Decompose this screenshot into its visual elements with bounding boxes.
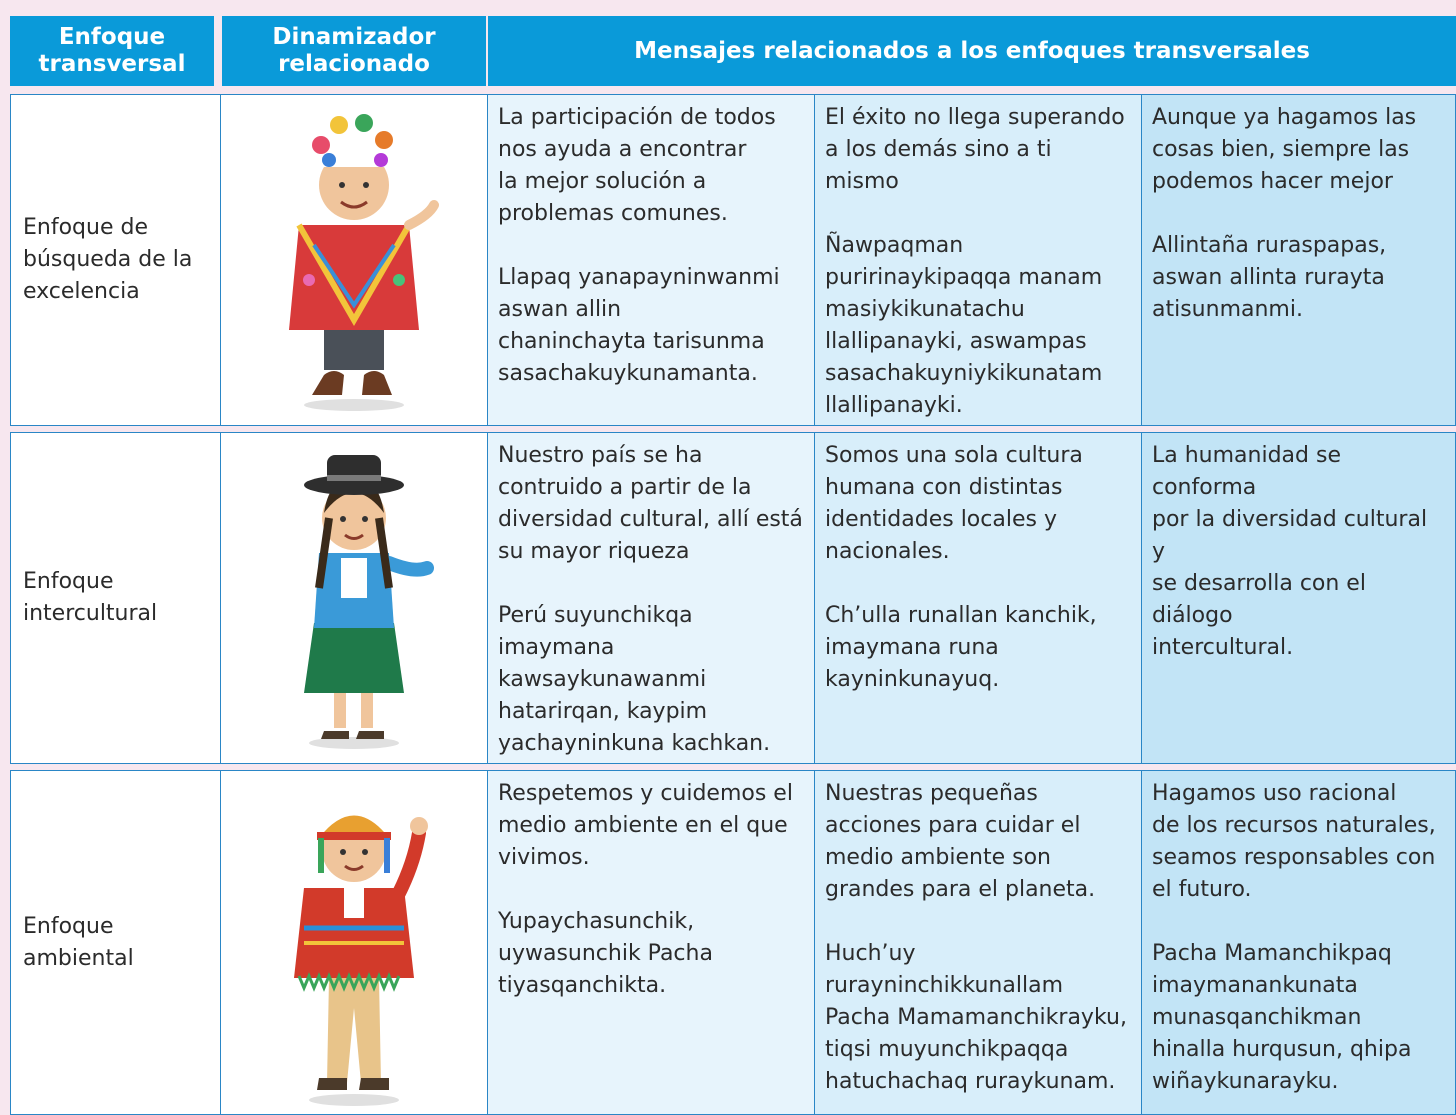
header-dinamizador: Dinamizador relacionado — [222, 16, 486, 86]
header-enfoque-transversal: Enfoque transversal — [10, 16, 214, 86]
character-cell-boy — [220, 770, 488, 1115]
character-cell-elder — [220, 94, 488, 426]
message-cell: Nuestro país se ha contruido a partir de… — [487, 432, 815, 764]
girl-character-icon — [304, 455, 434, 749]
message-cell: Nuestras pequeñas acciones para cuidar e… — [814, 770, 1142, 1115]
row-label-intercultural: Enfoque intercultural — [10, 432, 221, 764]
elder-character-icon — [289, 114, 439, 411]
message-cell: La participación de todos nos ayuda a en… — [487, 94, 815, 426]
character-cell-girl — [220, 432, 488, 764]
message-cell: El éxito no llega superando a los demás … — [814, 94, 1142, 426]
boy-character-icon — [294, 815, 428, 1106]
message-cell: Respetemos y cuidemos el medio ambiente … — [487, 770, 815, 1115]
header-mensajes: Mensajes relacionados a los enfoques tra… — [488, 16, 1456, 86]
message-cell: La humanidad se conforma por la diversid… — [1141, 432, 1456, 764]
message-cell: Hagamos uso racional de los recursos nat… — [1141, 770, 1456, 1115]
row-label-ambiental: Enfoque ambiental — [10, 770, 221, 1115]
message-cell: Aunque ya hagamos las cosas bien, siempr… — [1141, 94, 1456, 426]
row-label-excelencia: Enfoque de búsqueda de la excelencia — [10, 94, 221, 426]
message-cell: Somos una sola cultura humana con distin… — [814, 432, 1142, 764]
